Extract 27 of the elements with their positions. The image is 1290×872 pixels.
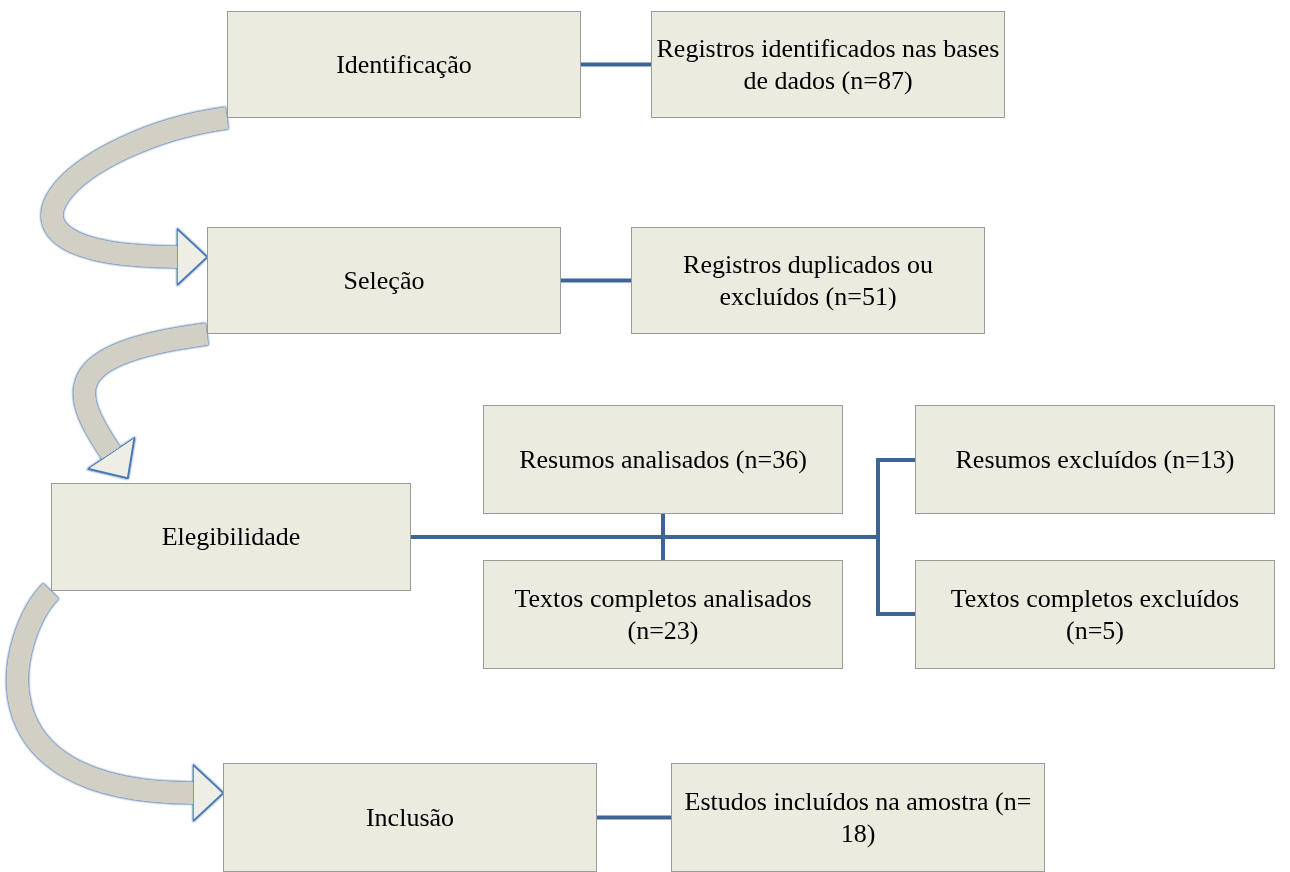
box-text: Resumos analisados (n=36) [519, 443, 807, 476]
curved-arrow [73, 323, 209, 479]
box-text: Registros identificados nas bases de dados (n=87) [656, 33, 1000, 96]
box-text: Textos completos analisados (n=23) [513, 583, 813, 646]
box-text: Seleção [343, 264, 425, 297]
box-text: Elegibilidade [161, 521, 301, 553]
process-box [483, 405, 843, 514]
process-box [223, 763, 597, 872]
process-box [915, 560, 1275, 669]
process-box [671, 763, 1045, 872]
process-box [51, 483, 411, 591]
process-box [207, 227, 561, 334]
process-box [651, 11, 1005, 118]
connector-line [597, 815, 671, 820]
process-box [483, 560, 843, 669]
box-text: Identificação [336, 48, 472, 81]
process-box [915, 405, 1275, 514]
connector-line [561, 278, 631, 283]
box-text: Registros duplicados ou excluídos (n=51) [682, 249, 934, 312]
process-box [227, 11, 581, 118]
curved-arrow [41, 107, 230, 286]
box-text: Textos completos excluídos (n=5) [949, 583, 1241, 646]
process-box [631, 227, 985, 334]
box-text: Estudos incluídos na amostra (n= 18) [683, 786, 1033, 849]
connector-line [581, 62, 651, 67]
box-text: Resumos excluídos (n=13) [955, 443, 1235, 476]
box-text: Inclusão [365, 801, 455, 834]
